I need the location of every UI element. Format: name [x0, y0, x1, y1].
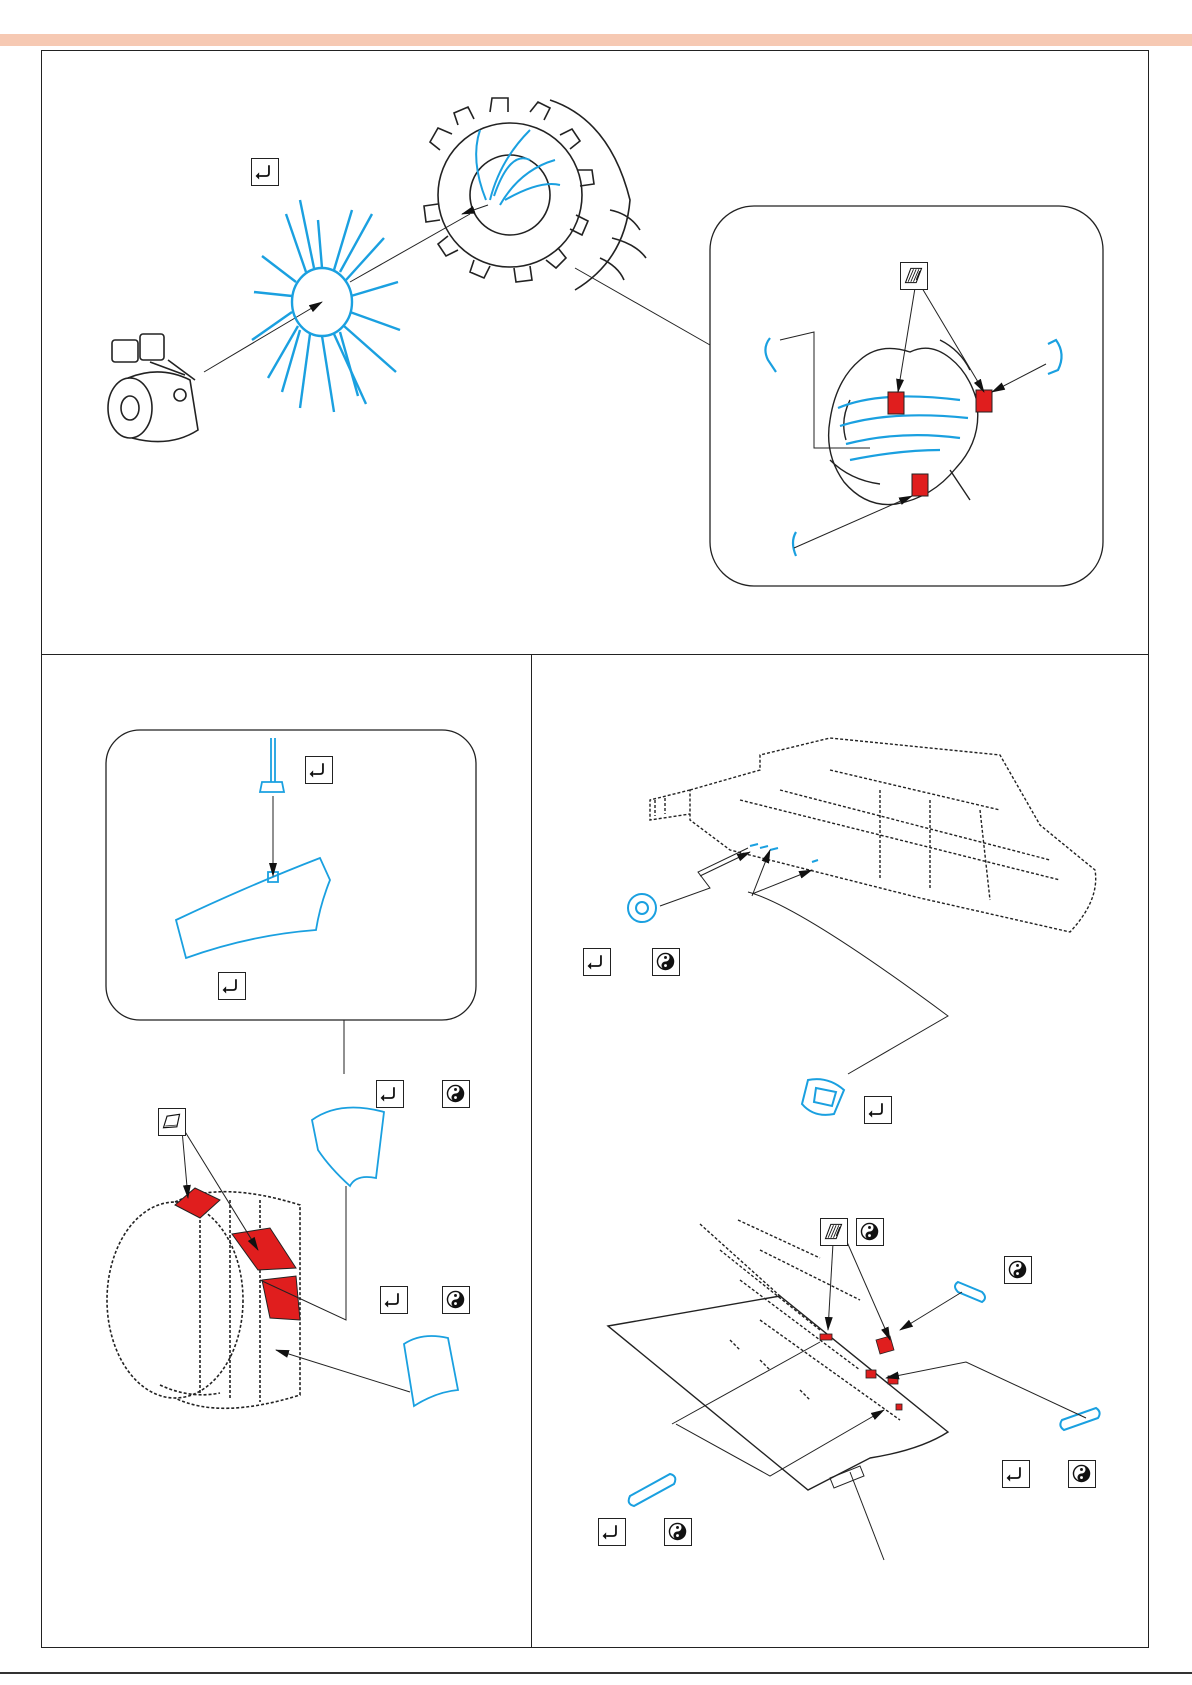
bend-icon-glyph [381, 1287, 406, 1312]
ignition-leads-detail [765, 338, 1061, 556]
yin-yang-icon-glyph [443, 1081, 468, 1106]
bend-icon [864, 1096, 892, 1124]
wing-lower [608, 1220, 948, 1490]
bend-icon-glyph [252, 159, 277, 184]
bend-icon [305, 756, 333, 784]
yin-yang-icon [1068, 1460, 1096, 1488]
wing-step [608, 738, 1100, 1560]
yin-yang-icon-glyph [665, 1519, 690, 1544]
cowling-step [106, 730, 476, 1408]
yin-yang-icon [442, 1286, 470, 1314]
hatched-panel-icon-glyph [821, 1219, 846, 1244]
yin-yang-icon [1004, 1256, 1032, 1284]
bend-icon [583, 948, 611, 976]
bend-icon-glyph [1003, 1461, 1028, 1486]
bend-icon-glyph [865, 1097, 890, 1122]
bend-icon-glyph [584, 949, 609, 974]
bend-icon [218, 972, 246, 1000]
cowl-panels-etched [312, 1108, 458, 1407]
hatched-panel-icon [820, 1218, 848, 1246]
hatched-panel-icon [900, 262, 928, 290]
bend-icon [376, 1080, 404, 1108]
yin-yang-icon-glyph [857, 1219, 882, 1244]
yin-yang-icon-glyph [1005, 1257, 1030, 1282]
wing-upper [650, 738, 1096, 932]
yin-yang-icon-glyph [1069, 1461, 1094, 1486]
red-cowl-flaps [175, 1188, 300, 1320]
yin-yang-icon-glyph [653, 949, 678, 974]
engine-accessory [108, 334, 198, 442]
yin-yang-icon [652, 948, 680, 976]
bend-icon [598, 1518, 626, 1546]
red-parts-detail [888, 390, 992, 496]
radial-engine [424, 98, 646, 290]
yin-yang-icon [664, 1518, 692, 1546]
yin-yang-icon [442, 1080, 470, 1108]
bend-icon [1002, 1460, 1030, 1488]
bend-icon [380, 1286, 408, 1314]
bend-icon-glyph [219, 973, 244, 998]
panel-outline-icon-glyph [159, 1109, 184, 1134]
wing-red-parts [820, 1334, 902, 1410]
bend-icon-glyph [599, 1519, 624, 1544]
spark-plug-leads [476, 130, 560, 205]
detail-callout-hatch [106, 730, 476, 1020]
panel-outline-icon [158, 1108, 186, 1136]
wing-etched-parts [628, 844, 844, 1115]
bend-icon-glyph [377, 1081, 402, 1106]
hatched-panel-icon-glyph [901, 263, 926, 288]
ignition-harness [252, 200, 400, 412]
yin-yang-icon-glyph [443, 1287, 468, 1312]
yin-yang-icon [856, 1218, 884, 1246]
bend-icon [251, 158, 279, 186]
bend-icon-glyph [306, 757, 331, 782]
